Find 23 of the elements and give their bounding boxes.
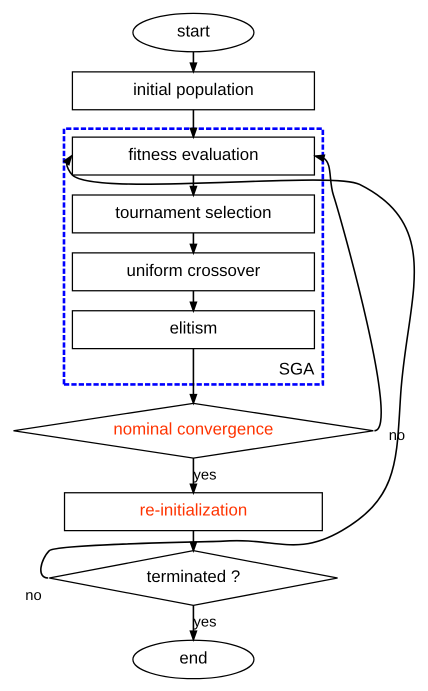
node-ellipse: end bbox=[132, 639, 255, 679]
arrow bbox=[40, 154, 416, 578]
arrow bbox=[313, 154, 382, 431]
node-diamond: nominal convergence bbox=[12, 402, 374, 458]
node-box: elitism bbox=[72, 310, 316, 349]
arrow bbox=[189, 174, 198, 197]
arrow bbox=[189, 290, 198, 313]
arrow bbox=[189, 52, 198, 74]
arrow bbox=[189, 604, 198, 642]
arrow bbox=[189, 458, 198, 495]
arrow bbox=[189, 109, 198, 139]
arrow bbox=[189, 232, 198, 255]
edge-label: yes bbox=[194, 466, 216, 483]
node-box: re-initialization bbox=[64, 492, 323, 531]
node-diamond: terminated ? bbox=[48, 550, 338, 606]
node-box: initial population bbox=[72, 70, 316, 110]
node-box: fitness evaluation bbox=[72, 136, 316, 176]
node-box: tournament selection bbox=[72, 194, 316, 234]
edge-label: no bbox=[25, 587, 42, 604]
node-ellipse: start bbox=[132, 12, 255, 52]
node-box: uniform crossover bbox=[72, 252, 316, 291]
arrow bbox=[189, 348, 198, 405]
edge-label: yes bbox=[194, 614, 216, 630]
